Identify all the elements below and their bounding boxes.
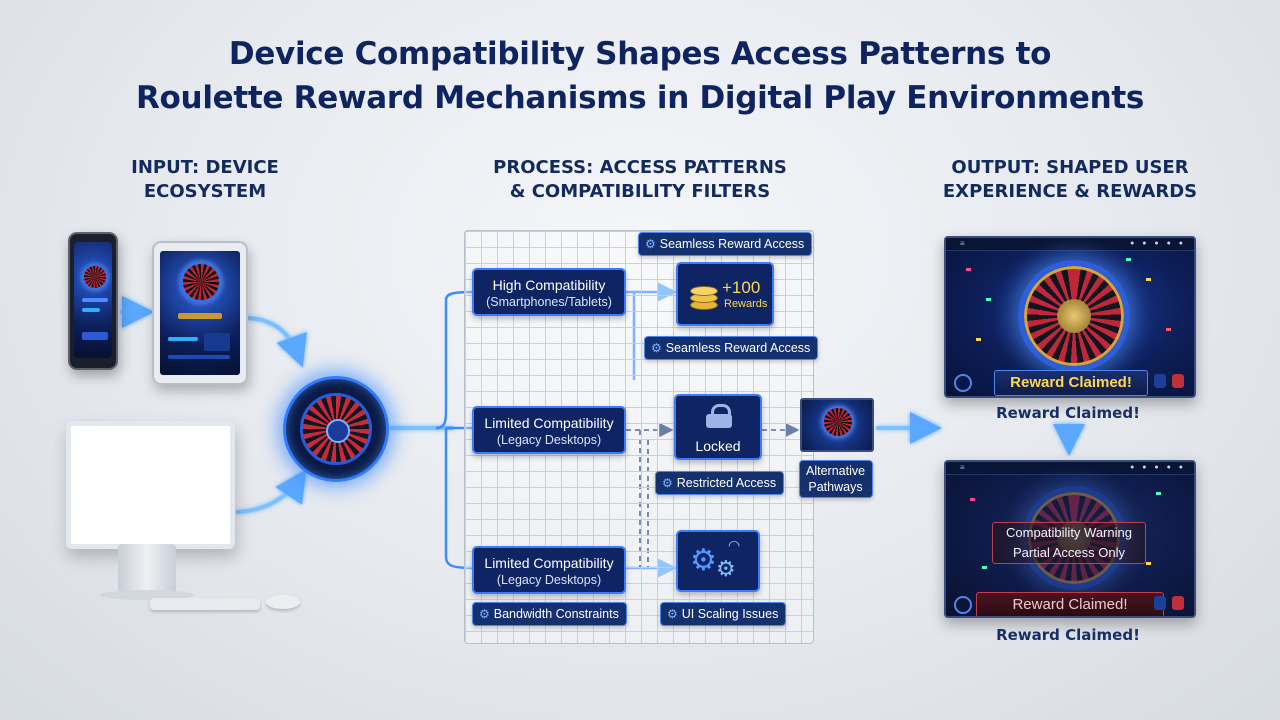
high-compatibility-box: High Compatibility (Smartphones/Tablets): [472, 268, 626, 316]
tag-ui-scaling: ⚙UI Scaling Issues: [660, 602, 787, 626]
output-heading: OUTPUT: SHAPED USER EXPERIENCE & REWARDS: [942, 157, 1198, 202]
process-heading: PROCESS: ACCESS PATTERNS & COMPATIBILITY…: [493, 157, 787, 202]
caption-bottom: Reward Claimed!: [996, 626, 1140, 644]
reward-claimed-banner-dim: Reward Claimed!: [976, 592, 1164, 616]
info-icon: [1154, 596, 1166, 610]
caption-top: Reward Claimed!: [996, 404, 1140, 422]
monitor-stand: [118, 544, 176, 594]
page-title: Device Compatibility Shapes Access Patte…: [0, 32, 1280, 120]
compatibility-warning: Compatibility Warning Partial Access Onl…: [992, 522, 1146, 564]
tablet: [152, 241, 248, 385]
settings-icon: [954, 374, 972, 392]
smartphone: [68, 232, 118, 370]
gears-wifi-icon: ⚙ ⚙ ◠: [690, 537, 741, 581]
gear-icon: ⚙: [651, 341, 662, 355]
gears-wifi-box: ⚙ ⚙ ◠: [676, 530, 760, 592]
locked-label: Locked: [695, 438, 741, 454]
tag-bandwidth-constraints: ⚙Bandwidth Constraints: [472, 602, 627, 626]
reward-box: +100 Rewards: [676, 262, 774, 326]
limited-compatibility-box-b: Limited Compatibility (Legacy Desktops): [472, 546, 626, 594]
roulette-hub-icon: [283, 376, 389, 482]
gear-icon: ⚙: [662, 476, 673, 490]
arrow-tablet-hub: [246, 316, 307, 368]
tag-restricted-access: ⚙Restricted Access: [655, 471, 785, 495]
alternative-preview: [800, 398, 874, 452]
trash-icon: [1172, 596, 1184, 610]
arrow-monitor-hub: [236, 469, 307, 514]
title-line-2: Roulette Reward Mechanisms in Digital Pl…: [135, 80, 1145, 116]
trash-icon: [1172, 374, 1184, 388]
tag-seamless-mid: ⚙Seamless Reward Access: [644, 336, 819, 360]
alternative-pathways-tag: Alternative Pathways: [799, 460, 873, 498]
info-icon: [1154, 374, 1166, 388]
mouse: [266, 595, 300, 609]
reward-claimed-banner: Reward Claimed!: [994, 370, 1148, 396]
gear-icon: ⚙: [479, 607, 490, 621]
gear-icon: ⚙: [645, 237, 656, 251]
reward-label: Rewards: [724, 298, 768, 310]
tag-seamless-top: ⚙Seamless Reward Access: [638, 232, 813, 256]
keyboard: [150, 598, 260, 610]
output-screen-success: ≡● ● ● ● ● Reward Claimed!: [944, 236, 1196, 398]
coin-stack-icon: [690, 282, 718, 312]
input-heading: INPUT: DEVICE ECOSYSTEM: [131, 157, 279, 202]
desktop-monitor: [66, 421, 235, 549]
locked-box: Locked: [674, 394, 762, 460]
lock-icon: [706, 404, 732, 428]
reward-amount: +100: [722, 278, 761, 297]
title-line-1: Device Compatibility Shapes Access Patte…: [228, 36, 1052, 72]
monitor-base: [100, 590, 194, 600]
branch-trunk: [435, 290, 473, 430]
output-screen-warning: ≡● ● ● ● ● Compatibility Warning Partial…: [944, 460, 1196, 618]
gear-icon: ⚙: [667, 607, 678, 621]
settings-icon: [954, 596, 972, 614]
limited-compatibility-box-a: Limited Compatibility (Legacy Desktops): [472, 406, 626, 454]
